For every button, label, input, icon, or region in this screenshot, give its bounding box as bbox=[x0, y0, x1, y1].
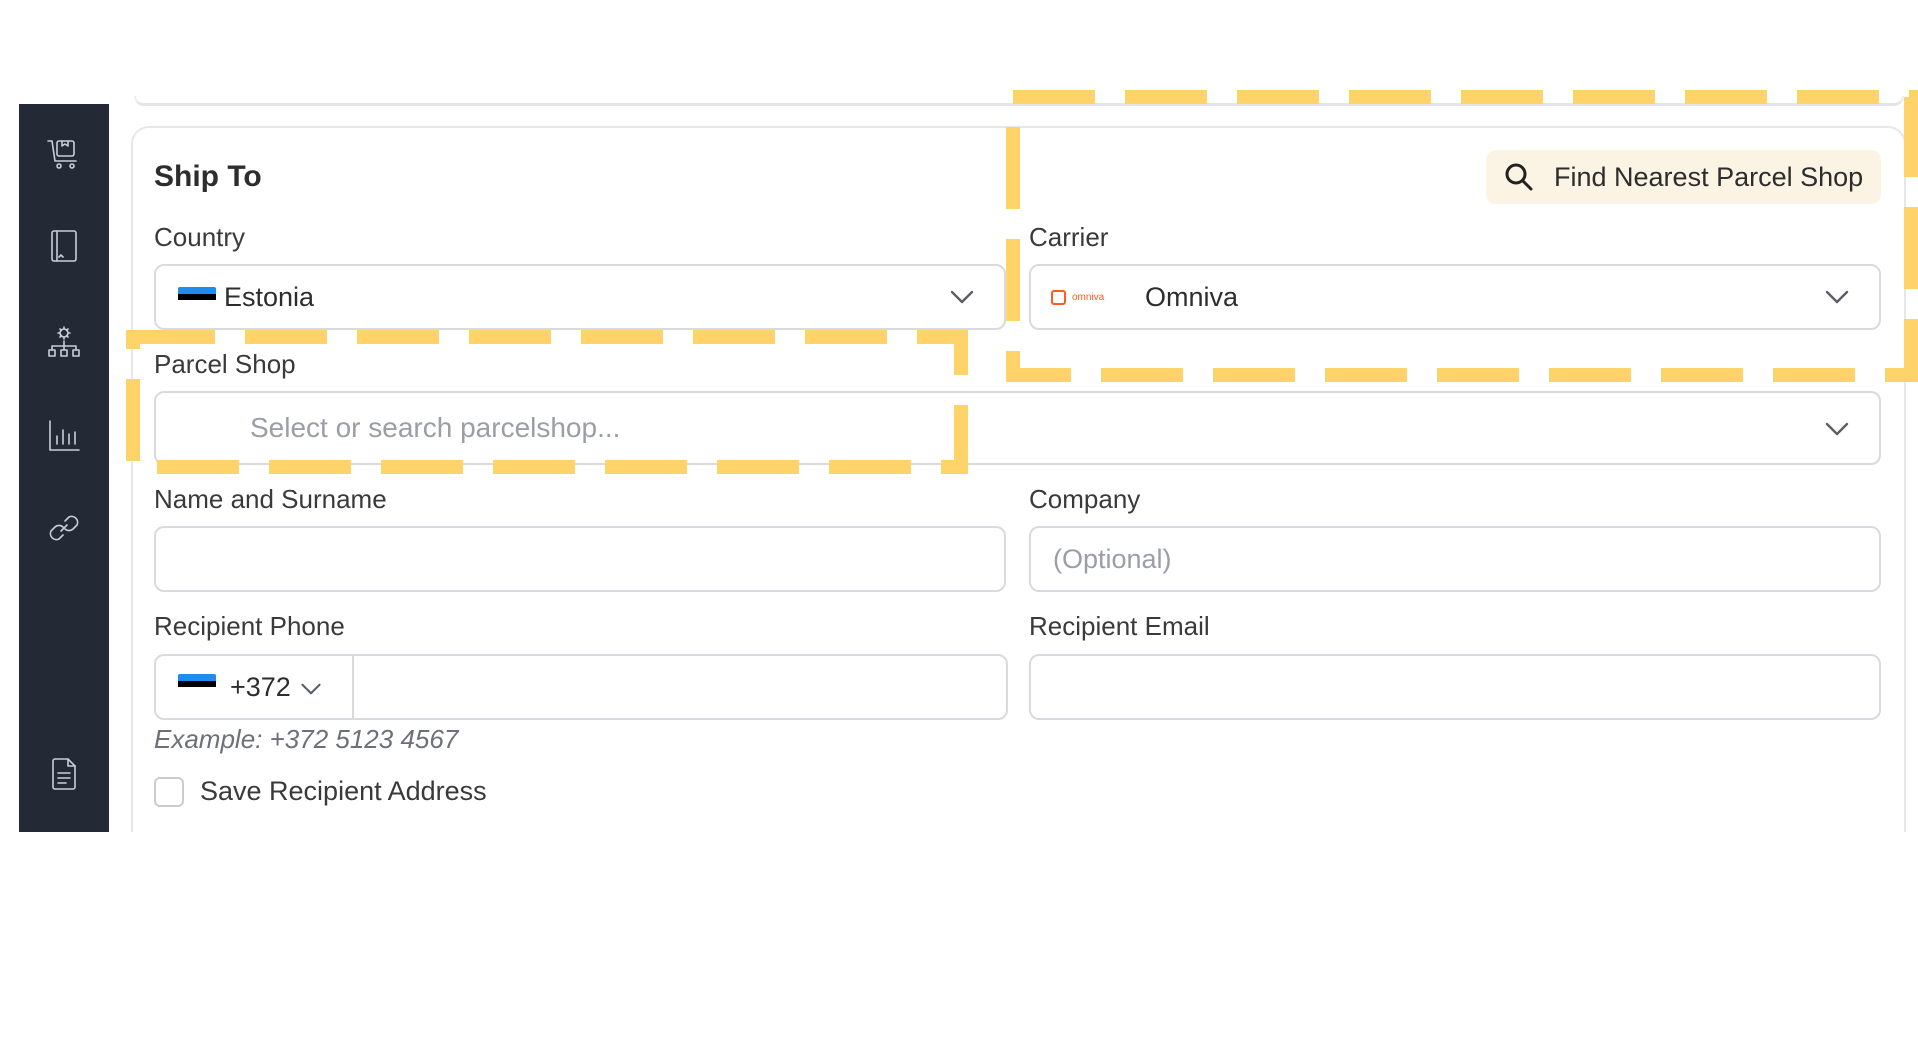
parcel-shop-select[interactable]: Select or search parcelshop... bbox=[154, 391, 1881, 465]
omniva-logo-icon: omniva bbox=[1051, 289, 1121, 305]
org-chart-icon[interactable] bbox=[46, 325, 82, 361]
company-label: Company bbox=[1029, 484, 1141, 514]
company-placeholder: (Optional) bbox=[1053, 543, 1172, 574]
carrier-select[interactable]: omniva Omniva bbox=[1029, 264, 1881, 330]
phone-country-code-select[interactable]: +372 bbox=[154, 654, 354, 720]
section-title: Ship To bbox=[154, 160, 262, 193]
previous-card-edge bbox=[134, 96, 1904, 106]
estonia-flag-icon bbox=[178, 287, 216, 307]
phone-input[interactable] bbox=[352, 654, 1008, 720]
company-input[interactable]: (Optional) bbox=[1029, 526, 1881, 592]
bar-chart-icon[interactable] bbox=[46, 418, 82, 454]
country-select[interactable]: Estonia bbox=[154, 264, 1006, 330]
phone-example-hint: Example: +372 5123 4567 bbox=[154, 724, 459, 754]
name-input[interactable] bbox=[154, 526, 1006, 592]
parcel-shop-label: Parcel Shop bbox=[154, 349, 296, 379]
cart-package-icon[interactable] bbox=[46, 136, 82, 172]
email-label: Recipient Email bbox=[1029, 611, 1210, 641]
parcel-shop-placeholder: Select or search parcelshop... bbox=[250, 412, 621, 443]
chevron-down-icon bbox=[950, 290, 974, 304]
search-icon bbox=[1505, 163, 1533, 191]
chevron-down-icon bbox=[1825, 290, 1849, 304]
find-nearest-parcel-shop-button[interactable]: Find Nearest Parcel Shop bbox=[1486, 150, 1881, 204]
estonia-flag-icon bbox=[178, 674, 216, 694]
phone-prefix-value: +372 bbox=[230, 671, 291, 702]
carrier-label: Carrier bbox=[1029, 222, 1109, 252]
country-value: Estonia bbox=[224, 281, 315, 312]
country-label: Country bbox=[154, 222, 246, 252]
carrier-value: Omniva bbox=[1145, 281, 1239, 312]
chevron-down-icon bbox=[300, 682, 322, 695]
find-button-label: Find Nearest Parcel Shop bbox=[1554, 161, 1864, 192]
save-recipient-address-checkbox[interactable] bbox=[154, 777, 184, 807]
save-recipient-address-label: Save Recipient Address bbox=[200, 776, 487, 806]
name-label: Name and Surname bbox=[154, 484, 387, 514]
document-icon[interactable] bbox=[46, 756, 82, 792]
email-input[interactable] bbox=[1029, 654, 1881, 720]
book-icon[interactable] bbox=[46, 228, 82, 264]
link-icon[interactable] bbox=[46, 510, 82, 546]
chevron-down-icon bbox=[1825, 422, 1849, 436]
sidebar bbox=[19, 104, 109, 832]
phone-label: Recipient Phone bbox=[154, 611, 345, 641]
